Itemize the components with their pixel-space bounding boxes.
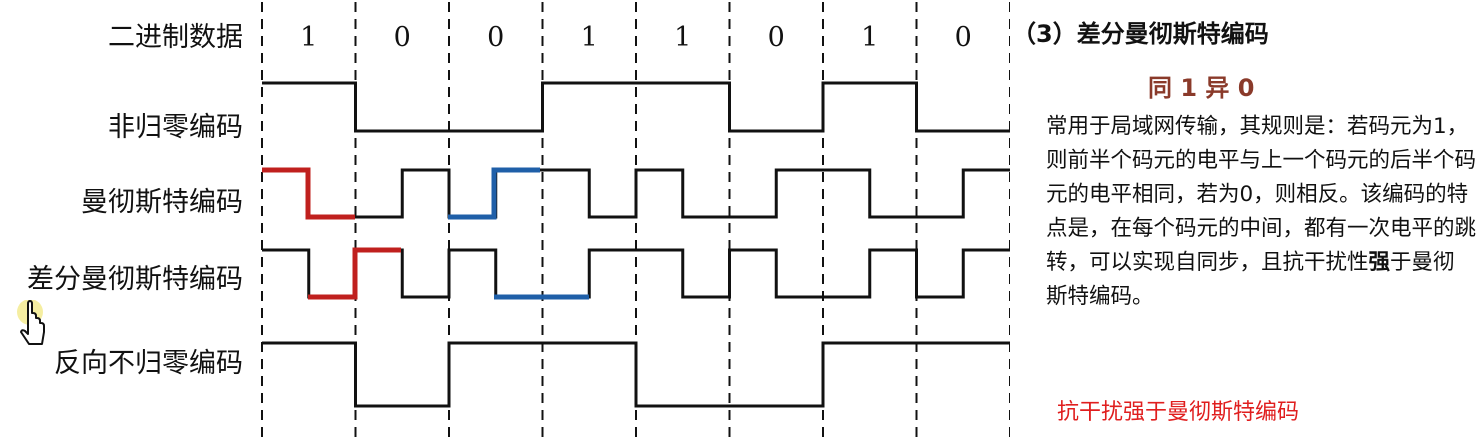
waveforms [262,81,1010,408]
bit-label: 0 [394,22,411,53]
bit-labels: 1 0 0 1 1 0 1 0 [300,22,972,53]
row-label-nrz: 非归零编码 [108,112,243,143]
section-title: （3）差分曼彻斯特编码 [1012,20,1269,48]
highlight-segment [308,247,401,300]
handwritten-note: 抗干扰强于曼彻斯特编码 [1057,400,1300,425]
description-bold-word: 强 [1368,250,1391,275]
description-text-end: 于曼彻斯特编码。 [1046,250,1455,309]
waveform-nrz [262,81,1010,133]
highlight-segment [448,167,540,220]
row-label-nrzi: 反向不归零编码 [54,348,243,379]
explanation-panel: （3）差分曼彻斯特编码 同 1 异 0 常用于局域网传输，其规则是：若码元为1，… [1012,0,1476,444]
highlight-segment [262,167,355,220]
row-label-manchester: 曼彻斯特编码 [81,187,243,218]
bit-label: 0 [768,22,785,53]
encoding-timing-diagram: 二进制数据 1 0 0 1 1 0 1 0 非归零编码曼彻斯特编码差分曼彻斯特编码反向不归零编… [27,2,1010,440]
bit-label: 0 [487,22,504,53]
bit-label: 1 [581,22,598,53]
description-text: 常用于局域网传输，其规则是：若码元为1，则前半个码元的电平与上一个码元的后半个码… [1046,114,1477,275]
bit-label: 1 [674,22,691,53]
waveform-manchester [262,168,1010,219]
description-paragraph: 常用于局域网传输，其规则是：若码元为1，则前半个码元的电平与上一个码元的后半个码… [1046,110,1476,314]
row-label-diff-manchester: 差分曼彻斯特编码 [27,264,243,295]
hand-cursor-icon [14,299,54,357]
binary-data-label: 二进制数据 [108,22,243,53]
bit-label: 0 [955,22,972,53]
bit-label: 1 [861,22,878,53]
waveform-nrzi [262,341,1010,408]
bit-label: 1 [300,22,317,53]
rule-text: 同 1 异 0 [1148,74,1255,102]
